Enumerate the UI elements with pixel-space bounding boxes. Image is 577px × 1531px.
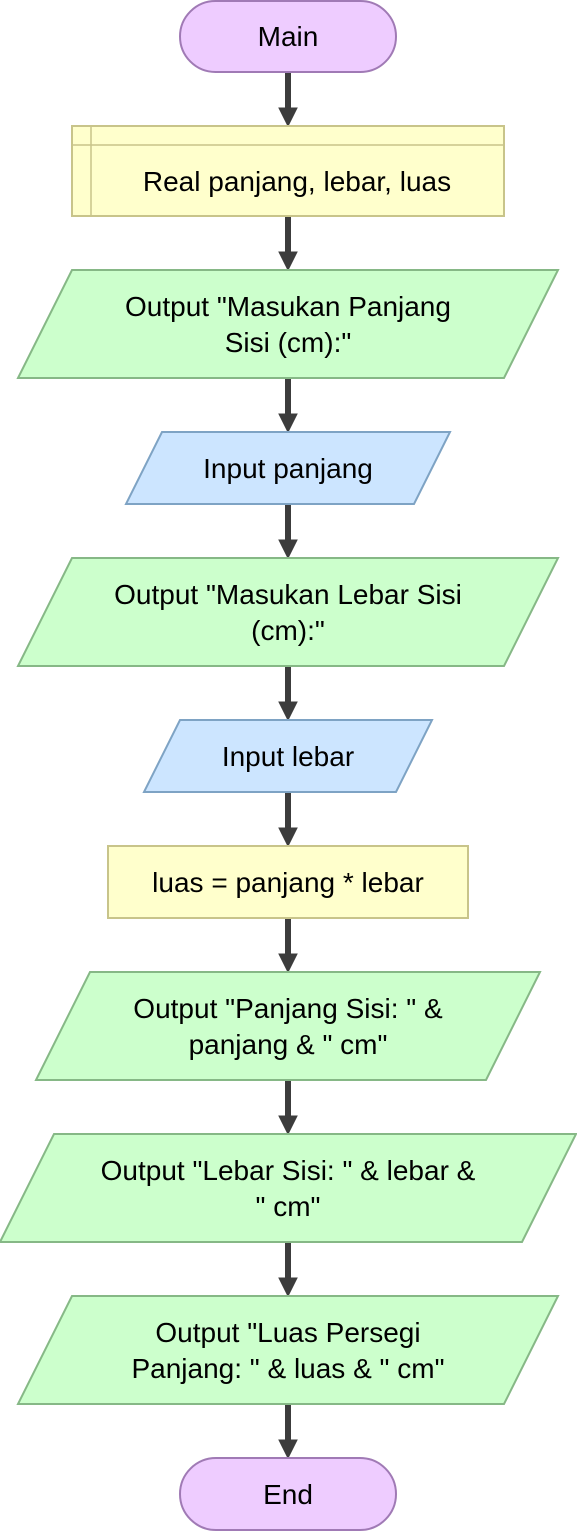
process-assign: luas = panjang * lebar xyxy=(107,845,469,919)
connector-input-panjang-output-prompt-lebar xyxy=(278,504,298,560)
connectors xyxy=(278,72,298,1460)
output-luas-result-line2: Panjang: " & luas & " cm" xyxy=(131,1353,444,1384)
end-label: End xyxy=(263,1479,313,1510)
output-panjang-result-line2: panjang & " cm" xyxy=(189,1029,388,1060)
output-lebar-result-line2: " cm" xyxy=(256,1191,321,1222)
declare-block: Real panjang, lebar, luas xyxy=(71,125,505,217)
output-luas-result-line1: Output "Luas Persegi xyxy=(155,1317,420,1348)
output-prompt-panjang-line2: Sisi (cm):" xyxy=(225,327,352,358)
start-terminal: Main xyxy=(179,0,397,73)
output-panjang-result-line1: Output "Panjang Sisi: " & xyxy=(133,993,443,1024)
output-lebar-result: Output "Lebar Sisi: " & lebar & " cm" xyxy=(0,1133,577,1243)
end-terminal: End xyxy=(179,1457,397,1531)
declare-label: Real panjang, lebar, luas xyxy=(143,166,451,197)
output-panjang-result: Output "Panjang Sisi: " & panjang & " cm… xyxy=(34,971,542,1081)
connector-output-panjang-output-lebar xyxy=(278,1080,298,1136)
connector-output-prompt-panjang-input-panjang xyxy=(278,378,298,434)
process-assign-label: luas = panjang * lebar xyxy=(152,867,424,898)
start-label: Main xyxy=(258,21,319,52)
input-panjang-label: Input panjang xyxy=(203,453,373,484)
connector-output-lebar-output-luas xyxy=(278,1242,298,1298)
output-prompt-panjang: Output "Masukan Panjang Sisi (cm):" xyxy=(16,269,560,379)
input-lebar-label: Input lebar xyxy=(222,741,354,772)
input-lebar: Input lebar xyxy=(142,719,434,793)
connector-output-luas-end xyxy=(278,1404,298,1460)
connector-start-declare xyxy=(278,72,298,128)
input-panjang: Input panjang xyxy=(124,431,452,505)
connector-output-prompt-lebar-input-lebar xyxy=(278,666,298,722)
output-lebar-result-line1: Output "Lebar Sisi: " & lebar & xyxy=(101,1155,476,1186)
output-prompt-panjang-line1: Output "Masukan Panjang xyxy=(125,291,451,322)
connector-declare-output-prompt-panjang xyxy=(278,216,298,272)
output-prompt-lebar: Output "Masukan Lebar Sisi (cm):" xyxy=(16,557,560,667)
connector-assign-output-panjang xyxy=(278,918,298,974)
output-prompt-lebar-line2: (cm):" xyxy=(251,615,325,646)
output-prompt-lebar-line1: Output "Masukan Lebar Sisi xyxy=(114,579,462,610)
output-luas-result: Output "Luas Persegi Panjang: " & luas &… xyxy=(16,1295,560,1405)
connector-input-lebar-assign xyxy=(278,792,298,848)
